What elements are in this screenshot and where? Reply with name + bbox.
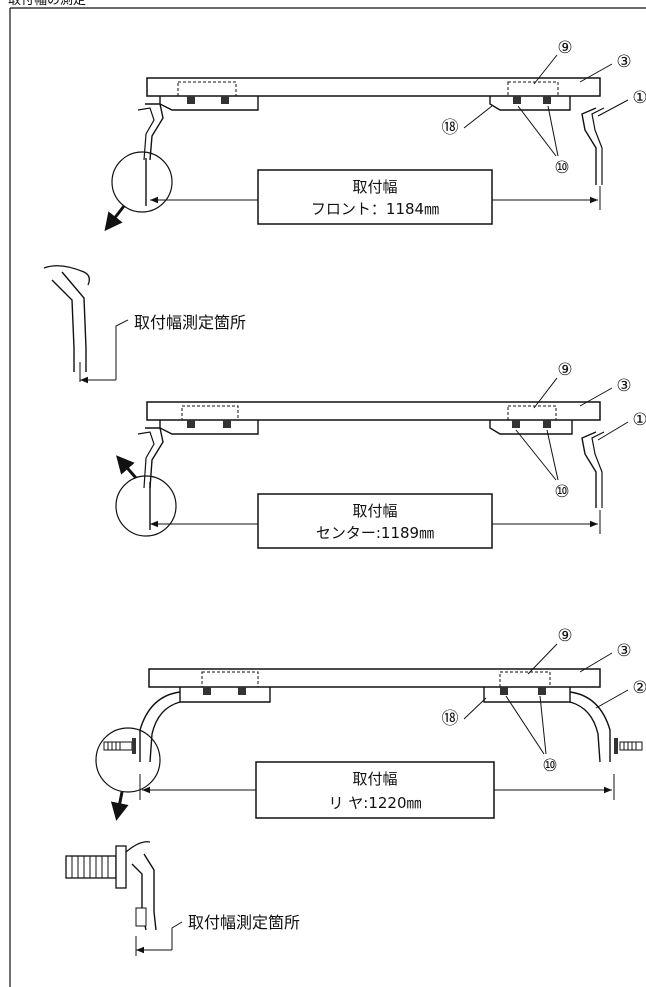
width-box-front-title: 取付幅 [352, 178, 397, 196]
label-part-3: ③ [616, 52, 631, 72]
front-section: ⑨ ③ ① ⑱ ⑩ 取付幅 フロント：1184㎜ [104, 38, 646, 232]
label-part-1: ① [632, 88, 646, 108]
label-part-1: ① [632, 410, 646, 430]
label-part-3: ③ [616, 641, 631, 661]
detail-circle [95, 727, 161, 793]
label-part-18: ⑱ [442, 709, 459, 729]
hidden-plate-left [177, 81, 237, 97]
width-box-rear-value: リ ヤ:1220㎜ [329, 794, 422, 812]
width-box-front-value: フロント：1184㎜ [311, 200, 439, 218]
front-detail: 取付幅測定箇所 [43, 265, 246, 384]
label-part-9: ⑨ [557, 38, 572, 58]
frame-bar [146, 401, 601, 421]
width-box-rear-title: 取付幅 [352, 770, 397, 788]
center-section: ⑨ ③ ① ⑩ 取付幅 センター:1189㎜ [115, 360, 646, 549]
rear-detail: 取付幅測定箇所 [65, 841, 300, 956]
header-text: 取付幅の測定 [8, 0, 86, 8]
width-box-front [257, 169, 493, 225]
hidden-plate-right [507, 81, 559, 97]
detail-circle [115, 475, 177, 537]
width-box-center [257, 493, 493, 549]
width-box-center-value: センター:1189㎜ [316, 524, 434, 542]
label-part-10: ⑩ [554, 482, 569, 502]
measure-point-label-1: 取付幅測定箇所 [134, 313, 246, 332]
frame-bar [146, 77, 601, 97]
label-part-10: ⑩ [542, 756, 557, 776]
detail-circle [111, 151, 173, 213]
label-part-2: ② [632, 678, 646, 698]
frame-bar [148, 668, 601, 688]
width-box-center-title: 取付幅 [352, 502, 397, 520]
label-part-18: ⑱ [442, 118, 459, 138]
label-part-9: ⑨ [557, 626, 572, 646]
label-part-9: ⑨ [557, 360, 572, 380]
rear-section: ⑨ ③ ② ⑱ ⑩ 取付幅 リ ヤ:1220㎜ [95, 626, 646, 821]
label-part-10: ⑩ [554, 158, 569, 178]
measure-point-label-2: 取付幅測定箇所 [188, 913, 300, 932]
label-part-3: ③ [616, 376, 631, 396]
width-box-rear [255, 761, 495, 819]
